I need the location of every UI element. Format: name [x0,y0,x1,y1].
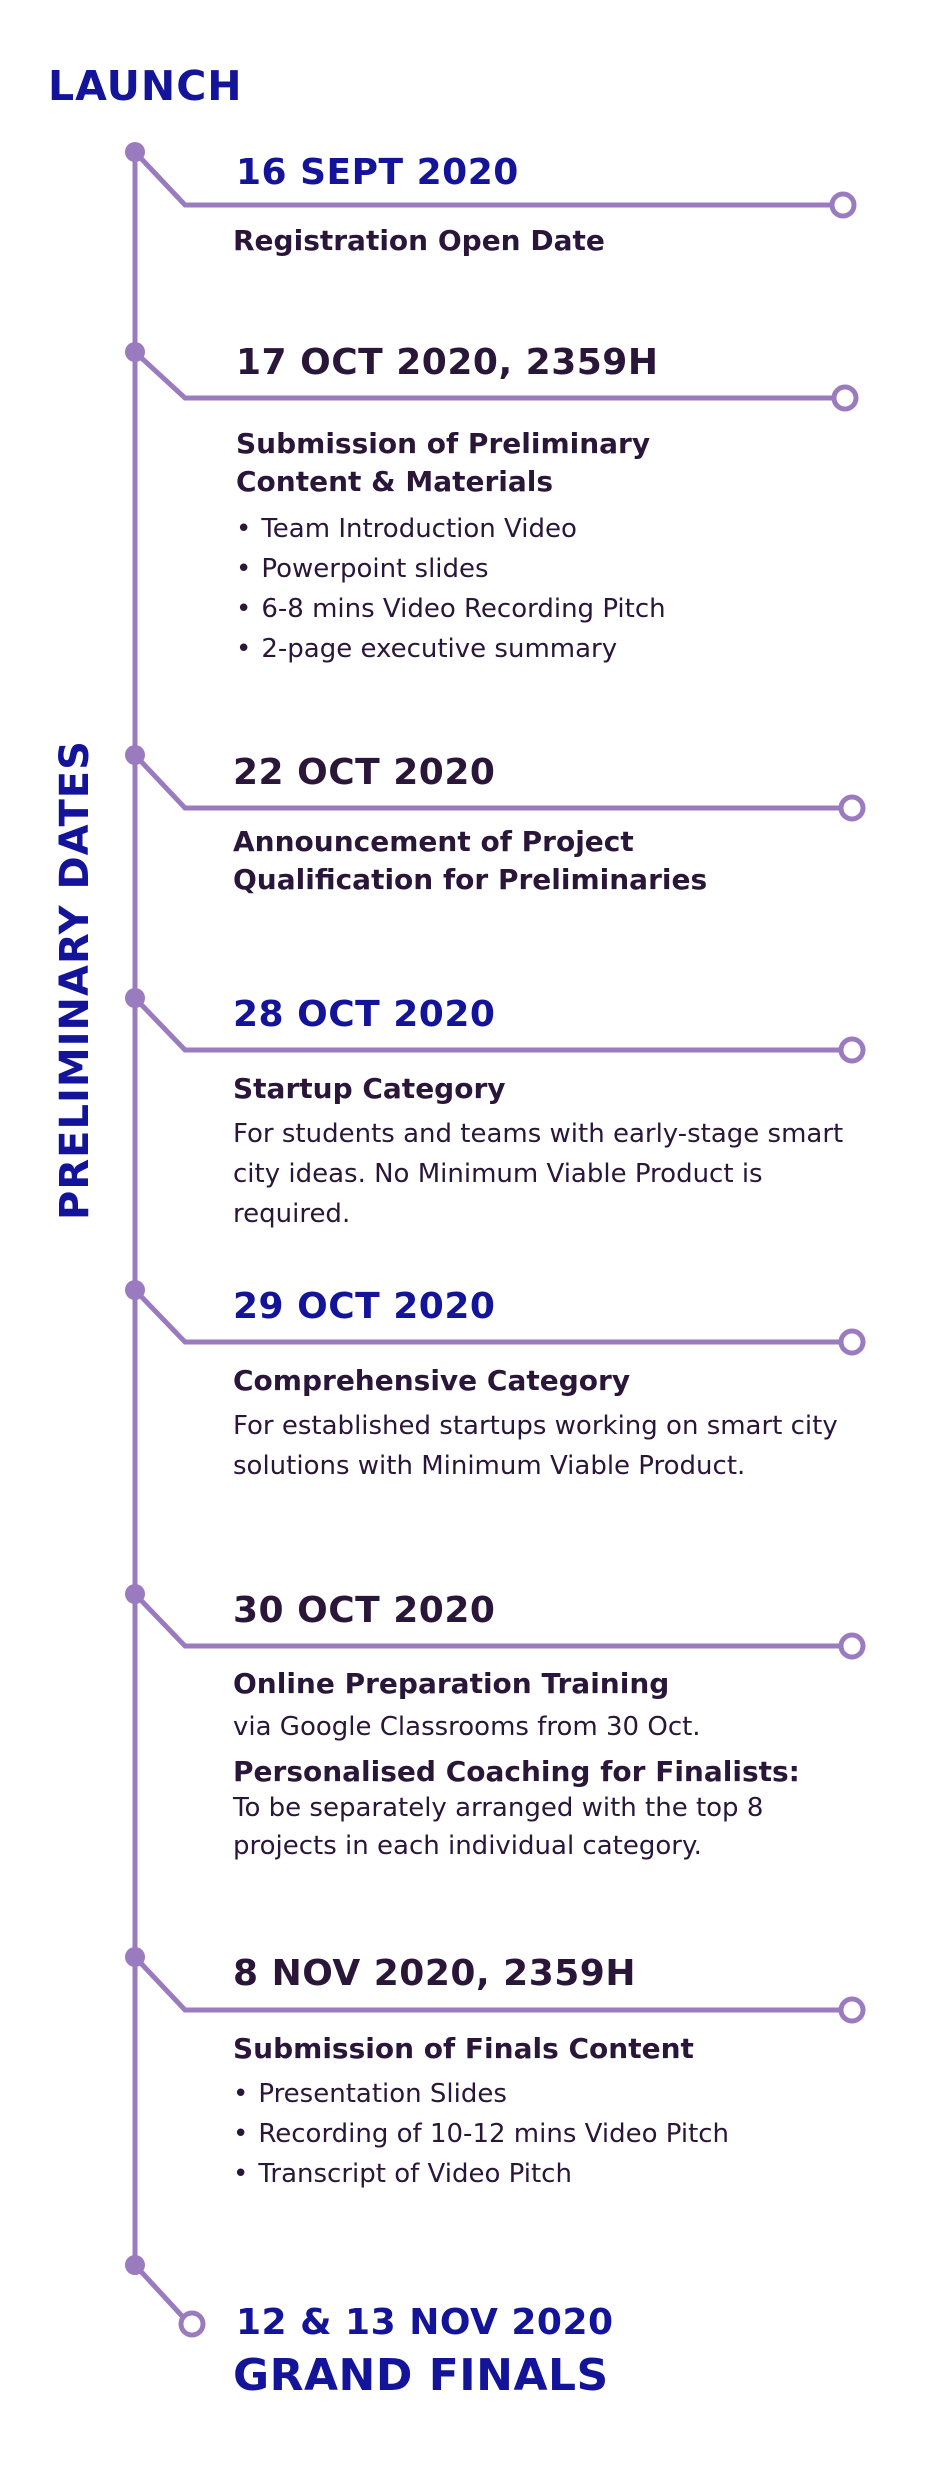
milestone-6: 30 OCT 2020 [233,1590,495,1631]
timeline-end-ring [838,1632,866,1660]
bullet-list: Presentation Slides Recording of 10-12 m… [233,2074,729,2194]
list-item: 2-page executive summary [236,629,666,669]
milestone-text-line: For students and teams with early-stage … [233,1119,844,1149]
timeline-connector [132,752,855,811]
milestone-title: Startup Category [233,1072,506,1105]
timeline-connector [132,2262,185,2319]
milestone-title: Comprehensive Category [233,1364,631,1397]
milestone-date: 28 OCT 2020 [233,994,496,1035]
milestone-text-line: For established startups working on smar… [233,1411,838,1441]
milestone-date: 22 OCT 2020 [233,752,496,793]
milestone-text-line: solutions with Minimum Viable Product. [233,1451,746,1481]
milestone-text-line: city ideas. No Minimum Viable Product is [233,1159,763,1189]
timeline-node [125,745,145,765]
milestone-text: via Google Classrooms from 30 Oct. [233,1712,701,1742]
milestone-title-line: Submission of Preliminary [236,427,651,460]
timeline-connector [132,1954,855,2013]
timeline-connector [132,1287,855,1345]
milestone-date: 29 OCT 2020 [233,1286,496,1327]
timeline-node [125,2255,145,2275]
timeline-end-ring [831,384,859,412]
timeline-node [125,1584,145,1604]
timeline-end-ring [838,1328,866,1356]
timeline-end-ring [838,1036,866,1064]
milestone-2: 17 OCT 2020, 2359H [236,342,658,383]
timeline-end-ring [838,1996,866,2024]
timeline-connector [132,349,848,401]
finals-date: 12 & 13 NOV 2020 [236,2302,614,2343]
list-item: Presentation Slides [233,2074,729,2114]
preliminary-dates-title: PRELIMINARY DATES [52,740,98,1220]
grand-finals-label: GRAND FINALS [233,2350,609,2401]
milestone-date: 17 OCT 2020, 2359H [236,342,659,383]
list-item: Team Introduction Video [236,509,666,549]
milestone-3: 22 OCT 2020 [233,752,495,793]
list-item: 6-8 mins Video Recording Pitch [236,589,665,629]
milestone-title-line: Content & Materials [236,465,554,498]
milestone-title: Submission of Finals Content [233,2032,694,2065]
milestone-title: Registration Open Date [233,224,605,257]
list-item: Powerpoint slides [236,549,666,589]
milestone-details: Comprehensive Category For established s… [233,1362,838,1486]
milestone-details: Announcement of Project Qualification fo… [233,823,707,899]
timeline-connector [132,1591,855,1649]
milestone-details: Startup Category For students and teams … [233,1070,843,1234]
milestone-text-line: projects in each individual category. [233,1831,702,1861]
timeline-node [125,1280,145,1300]
list-item: Recording of 10-12 mins Video Pitch [233,2114,729,2154]
timeline-node [125,1947,145,1967]
milestone-5: 29 OCT 2020 [233,1286,495,1327]
milestone-text-line: To be separately arranged with the top 8 [233,1793,764,1823]
milestone-title-line: Announcement of Project [233,825,634,858]
timeline-end-ring [838,794,866,822]
timeline-connector [132,149,846,208]
milestone-details: Submission of Preliminary Content & Mate… [236,425,666,669]
timeline-end-ring [829,191,857,219]
launch-heading: LAUNCH [48,62,243,110]
timeline-node [125,988,145,1008]
milestone-date: 16 SEPT 2020 [236,152,519,193]
milestone-title: Online Preparation Training [233,1667,670,1700]
milestone-4: 28 OCT 2020 [233,994,495,1035]
list-item: Transcript of Video Pitch [233,2154,729,2194]
milestone-7: 8 NOV 2020, 2359H [233,1953,636,1994]
timeline-end-ring [178,2310,206,2338]
bullet-list: Team Introduction Video Powerpoint slide… [236,509,666,669]
timeline-node [125,342,145,362]
milestone-date: 8 NOV 2020, 2359H [233,1953,636,1994]
milestone-title-line: Qualification for Preliminaries [233,863,708,896]
timeline-connector [132,995,855,1053]
timeline-node [125,142,145,162]
milestone-details: Submission of Finals Content Presentatio… [233,2030,729,2194]
milestone-subtitle: Personalised Coaching for Finalists: [233,1755,800,1788]
milestone-1: 16 SEPT 2020 [236,152,519,193]
milestone-details: Online Preparation Training via Google C… [233,1665,800,1865]
milestone-date: 30 OCT 2020 [233,1590,496,1631]
milestone-text-line: required. [233,1199,351,1229]
